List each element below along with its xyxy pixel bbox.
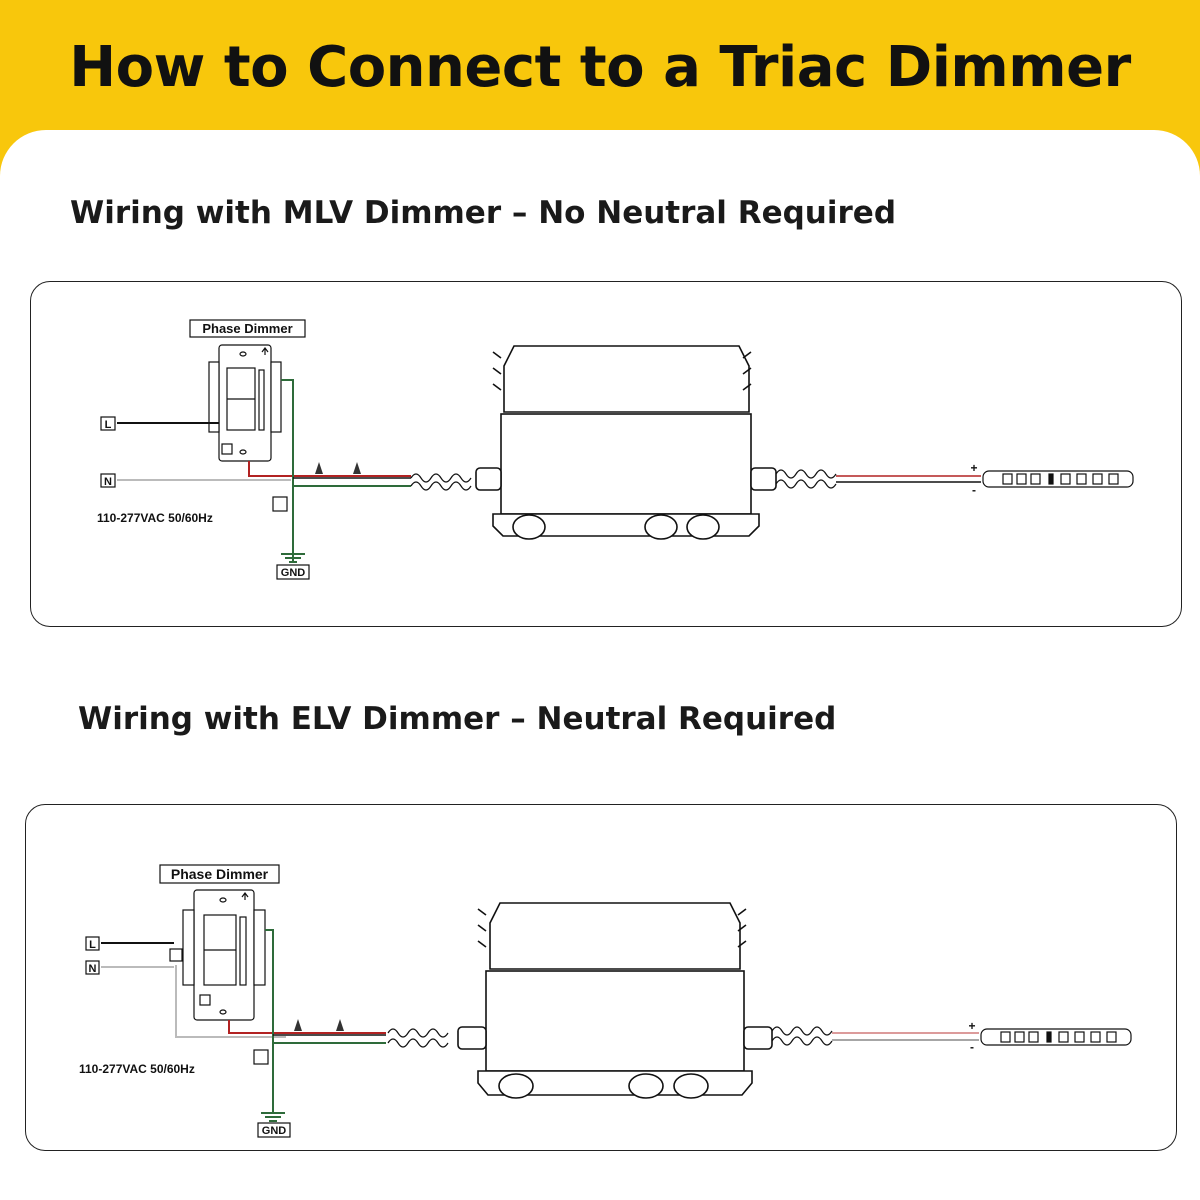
led-strip-icon [982,470,1134,488]
dimmer-switch [182,889,266,1021]
neutral-label: N [104,476,112,488]
led-driver-icon [475,345,777,540]
wire-nut-icon [294,1019,344,1031]
dimmer-switch [208,344,282,462]
wago-connector-icon [169,948,183,962]
wire-nut-icon [315,462,361,474]
phase-dimmer-label: Phase Dimmer [202,321,292,336]
neutral-terminal-box [85,960,100,975]
led-driver-icon [457,902,773,1099]
ground-label: GND [262,1125,287,1137]
earth-ground-icon [261,1112,285,1122]
page-title: How to Connect to a Triac Dimmer [69,35,1131,100]
phase-dimmer-label-box [189,319,306,338]
ground-wire [281,379,294,562]
neutral-wire [101,965,286,1038]
output-cable-icon [775,469,837,489]
diagram-panel-elv: Phase Dimmer L N 110-277VAC 50/60Hz GND [25,804,1177,1151]
wago-connector-icon [272,496,288,512]
title-banner: How to Connect to a Triac Dimmer [0,0,1200,135]
input-cable-icon [387,1028,449,1048]
voltage-label: 110-277VAC 50/60Hz [79,1062,195,1076]
wago-connector-icon-2 [253,1049,269,1065]
ground-label-box [276,564,310,580]
plus-label: + [970,461,977,475]
ground-wire [265,929,274,1113]
minus-label: - [970,1040,974,1054]
phase-dimmer-label: Phase Dimmer [171,866,269,882]
hot-wire [248,461,411,477]
minus-label: - [972,483,976,497]
output-cable-icon [771,1026,833,1046]
earth-ground-icon [281,553,305,563]
neutral-terminal-box [100,473,116,488]
wiring-diagram-mlv: Phase Dimmer L N 110-277VAC 50/60Hz GND [97,319,1134,580]
input-cable-icon [410,473,472,491]
phase-dimmer-label-box [159,864,280,884]
diagram-panel-mlv: Phase Dimmer L N 110-277VAC 50/60Hz GND [30,281,1182,627]
neutral-label: N [89,963,97,975]
led-strip-icon [980,1028,1132,1046]
ground-label: GND [281,567,306,579]
section-title-elv: Wiring with ELV Dimmer – Neutral Require… [78,701,837,737]
line-label: L [89,939,96,951]
hot-wire [228,1020,386,1034]
plus-label: + [968,1019,975,1033]
line-terminal-box [100,416,116,431]
line-terminal-box [85,936,100,951]
line-label: L [105,419,112,431]
section-title-mlv: Wiring with MLV Dimmer – No Neutral Requ… [70,195,897,231]
voltage-label: 110-277VAC 50/60Hz [97,511,213,525]
ground-label-box [257,1122,291,1138]
wiring-diagram-elv: Phase Dimmer L N 110-277VAC 50/60Hz GND [79,864,1132,1138]
